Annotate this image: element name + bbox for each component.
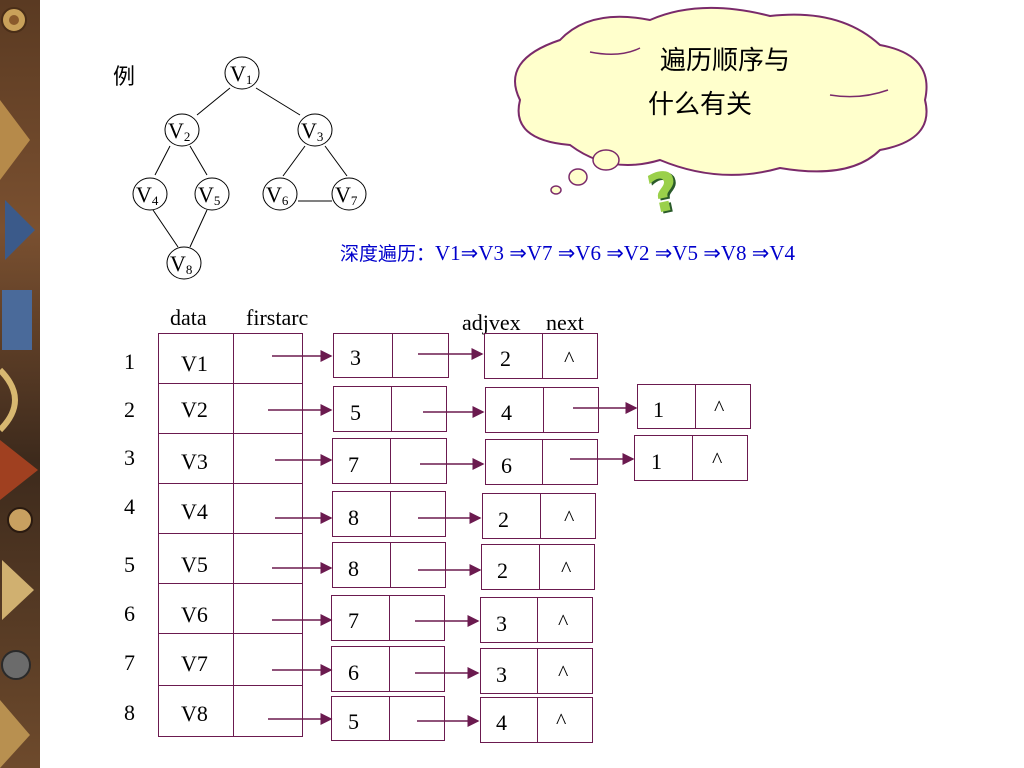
graph-node-v4: V4 bbox=[136, 182, 159, 208]
edge-v2-v4 bbox=[154, 145, 171, 176]
vertex-data-v6: V6 bbox=[181, 602, 208, 627]
arc-node bbox=[485, 439, 598, 485]
edge-v5-v8 bbox=[189, 209, 208, 248]
arc-node bbox=[484, 333, 598, 379]
cloud-shape-icon bbox=[514, 6, 928, 176]
header-data: data bbox=[170, 305, 207, 330]
edge-v2-v5 bbox=[189, 145, 208, 176]
arc-adjvex: 1 bbox=[653, 397, 664, 422]
arc-node bbox=[333, 386, 447, 432]
arc-adjvex: 8 bbox=[348, 556, 359, 581]
arc-next: ^ bbox=[714, 395, 725, 420]
arc-adjvex: 1 bbox=[651, 449, 662, 474]
arc-adjvex: 3 bbox=[350, 345, 361, 370]
arc-adjvex: 6 bbox=[501, 453, 512, 478]
graph-node-v6: V6 bbox=[266, 182, 289, 208]
arc-node bbox=[481, 544, 595, 590]
edge-v1-v3 bbox=[255, 87, 301, 116]
arc-next: ^ bbox=[561, 556, 572, 581]
row-index-5: 5 bbox=[124, 552, 135, 577]
bubble-text-line1: 遍历顺序与 bbox=[660, 46, 791, 76]
vertex-table bbox=[158, 333, 304, 737]
arc-node bbox=[480, 597, 593, 643]
arc-adjvex: 6 bbox=[348, 660, 359, 685]
row-index-7: 7 bbox=[124, 650, 135, 675]
arc-adjvex: 2 bbox=[498, 507, 509, 532]
arc-node bbox=[332, 438, 447, 484]
arc-node bbox=[332, 491, 446, 537]
arc-next: ^ bbox=[564, 505, 575, 530]
arc-node bbox=[485, 387, 599, 433]
row-index-1: 1 bbox=[124, 349, 135, 374]
vertex-data-v2: V2 bbox=[181, 397, 208, 422]
vertex-data-v4: V4 bbox=[181, 499, 208, 524]
example-label: 例 bbox=[113, 64, 136, 89]
edge-v4-v8 bbox=[152, 209, 179, 248]
arc-node bbox=[480, 697, 593, 743]
arc-node bbox=[333, 333, 449, 378]
row-index-6: 6 bbox=[124, 601, 135, 626]
arc-adjvex: 7 bbox=[348, 452, 359, 477]
arc-adjvex: 4 bbox=[496, 710, 507, 735]
arc-next: ^ bbox=[556, 708, 567, 733]
traversal-sequence: V1⇒V3 ⇒V7 ⇒V6 ⇒V2 ⇒V5 ⇒V8 ⇒V4 bbox=[435, 241, 796, 265]
arc-adjvex: 7 bbox=[348, 608, 359, 633]
header-adjvex: adjvex bbox=[462, 310, 521, 335]
decorative-side-strip bbox=[0, 0, 40, 768]
arc-adjvex: 3 bbox=[496, 662, 507, 687]
arc-adjvex: 3 bbox=[496, 611, 507, 636]
arc-adjvex: 5 bbox=[348, 709, 359, 734]
arc-adjvex: 4 bbox=[501, 400, 512, 425]
arc-next: ^ bbox=[558, 660, 569, 685]
header-next: next bbox=[546, 310, 584, 335]
arc-adjvex: 2 bbox=[497, 558, 508, 583]
graph-node-v8: V8 bbox=[170, 251, 193, 277]
vertex-data-v5: V5 bbox=[181, 552, 208, 577]
vertex-data-v1: V1 bbox=[181, 351, 208, 376]
arc-node bbox=[331, 595, 445, 641]
vertex-data-v7: V7 bbox=[181, 651, 208, 676]
bubble-text-line2: 什么有关 bbox=[648, 90, 753, 120]
arc-next: ^ bbox=[712, 447, 723, 472]
row-index-4: 4 bbox=[124, 494, 135, 519]
row-index-3: 3 bbox=[124, 445, 135, 470]
graph-node-v3: V3 bbox=[301, 118, 324, 144]
ornament-pattern-icon bbox=[0, 0, 40, 768]
arc-node bbox=[332, 542, 446, 588]
arc-next: ^ bbox=[558, 609, 569, 634]
arc-node bbox=[634, 435, 748, 481]
traversal-line: 深度遍历：V1⇒V3 ⇒V7 ⇒V6 ⇒V2 ⇒V5 ⇒V8 ⇒V4 bbox=[340, 243, 795, 264]
graph-node-v1: V1 bbox=[230, 61, 253, 87]
arc-adjvex: 2 bbox=[500, 346, 511, 371]
arc-next: ^ bbox=[564, 346, 575, 371]
graph-node-v2: V2 bbox=[168, 118, 191, 144]
row-index-2: 2 bbox=[124, 397, 135, 422]
edge-v1-v2 bbox=[196, 87, 231, 116]
arc-node bbox=[331, 646, 445, 692]
arc-adjvex: 8 bbox=[348, 505, 359, 530]
arc-node bbox=[331, 696, 445, 741]
vertex-data-v8: V8 bbox=[181, 701, 208, 726]
traversal-prefix: 深度遍历： bbox=[340, 243, 436, 265]
header-firstarc: firstarc bbox=[246, 305, 309, 330]
arc-node bbox=[637, 384, 751, 429]
arc-node bbox=[482, 493, 596, 539]
row-index-8: 8 bbox=[124, 700, 135, 725]
graph-node-v5: V5 bbox=[198, 182, 221, 208]
arc-node bbox=[480, 648, 593, 694]
edge-v3-v6 bbox=[282, 145, 306, 177]
graph-node-v7: V7 bbox=[335, 182, 358, 208]
vertex-data-v3: V3 bbox=[181, 449, 208, 474]
edge-v3-v7 bbox=[324, 145, 348, 177]
arc-adjvex: 5 bbox=[350, 400, 361, 425]
